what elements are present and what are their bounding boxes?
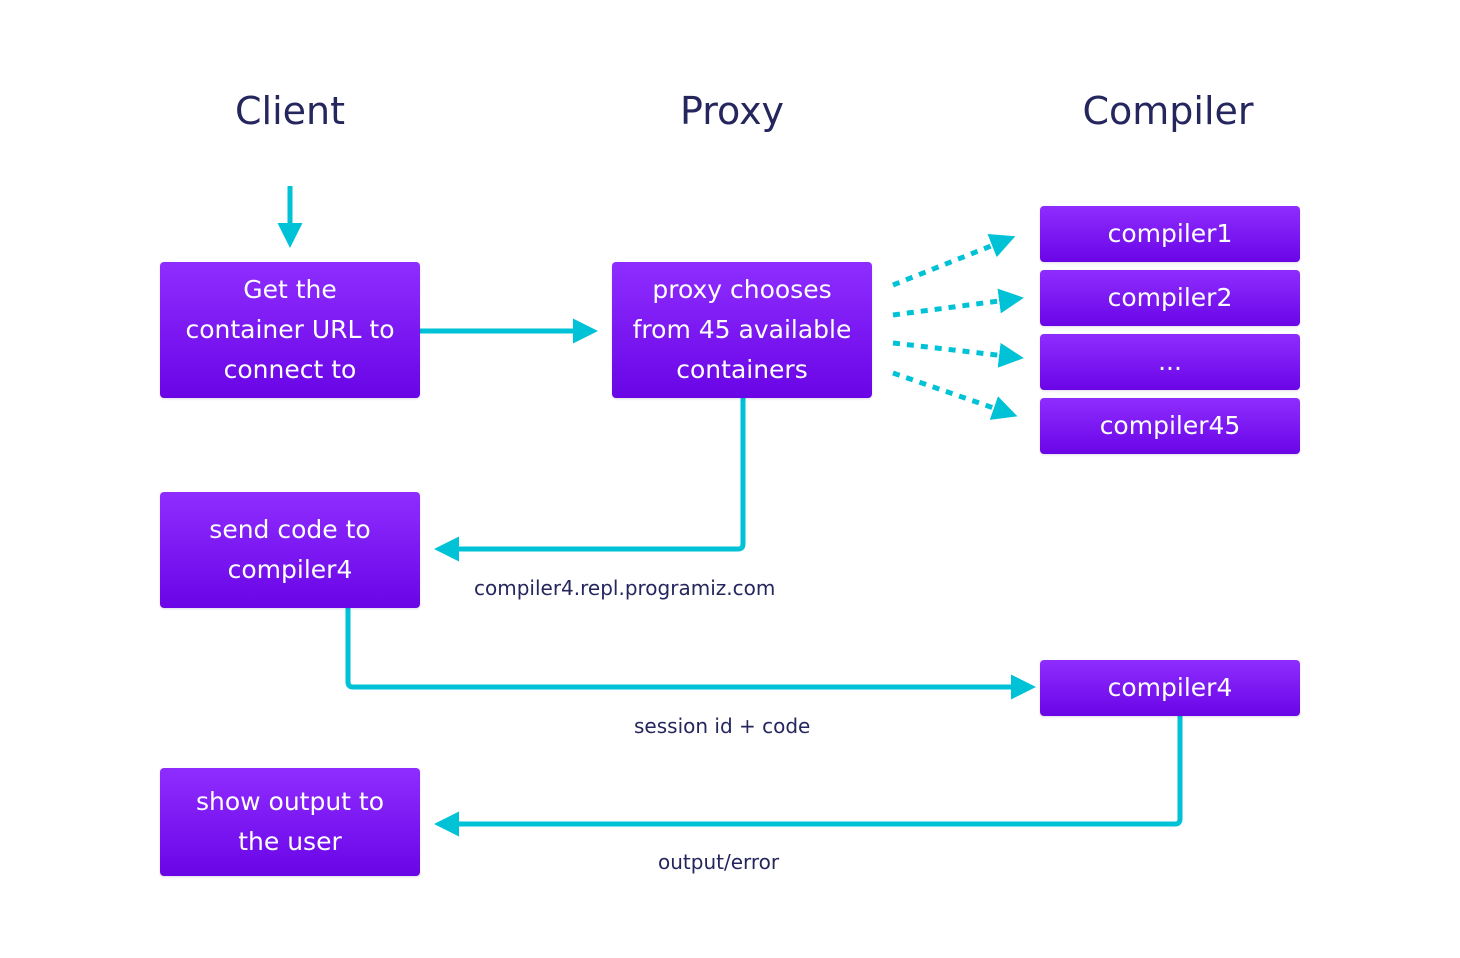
compiler-column-title: Compiler [1082,89,1254,133]
proxy-to-compiler45-arrow [892,370,1018,420]
proxy-to-compiler1-arrow [892,233,1016,288]
client-column-title: Client [234,89,345,133]
proxy-to-compiler2-arrow [892,288,1024,318]
compiler4-box: compiler4 [1040,660,1300,716]
compiler-ellipsis-box: ... [1040,334,1300,390]
compiler2-box: compiler2 [1040,270,1300,326]
container-url-label: compiler4.repl.programiz.com [474,576,776,600]
compiler1-box: compiler1 [1040,206,1300,262]
compiler45-box: compiler45 [1040,398,1300,454]
send-code-box: send code to compiler4 [160,492,420,608]
get-container-url-box: Get the container URL to connect to [160,262,420,398]
proxy-to-ellipsis-arrow [892,340,1024,368]
send-code-to-compiler4-arrow [345,608,1036,700]
proxy-to-send-code-arrow [434,398,746,562]
proxy-chooses-box: proxy chooses from 45 available containe… [612,262,872,398]
show-output-box: show output to the user [160,768,420,876]
session-label: session id + code [634,714,811,738]
compiler4-to-output-arrow [434,716,1183,837]
proxy-column-title: Proxy [679,89,785,133]
output-label: output/error [658,850,780,874]
